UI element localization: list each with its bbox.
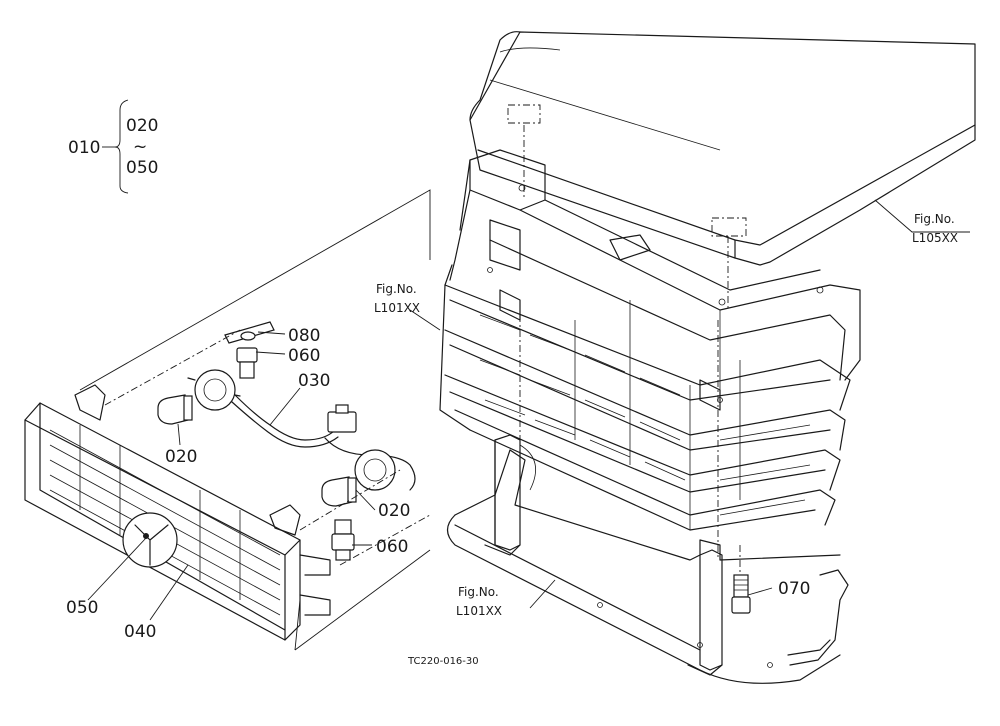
callout-020-left: 020	[165, 447, 197, 467]
callout-060-bottom: 060	[376, 537, 408, 557]
callout-080: 080	[288, 326, 320, 346]
washer-080	[224, 321, 275, 344]
headlight-lens	[24, 189, 431, 651]
fig-ref-l105-code: L105XX	[912, 231, 958, 245]
fig-ref-l101-upper-code: L101XX	[374, 301, 420, 315]
callout-040: 040	[124, 622, 156, 642]
grille-frame	[439, 125, 861, 600]
fig-ref-l101-lower-code: L101XX	[456, 604, 502, 618]
wiring-harness	[187, 369, 416, 491]
fig-ref-l101-lower-label: Fig.No.	[458, 585, 499, 599]
bottom-panel	[446, 434, 849, 684]
callout-070: 070	[778, 579, 810, 599]
drawing-code: TC220-016-30	[407, 656, 479, 667]
leader-lines	[87, 99, 970, 621]
bulb-left	[157, 394, 193, 425]
callout-labels: 010 020 ~ 050 080 060 030 020 020 060 05…	[66, 116, 810, 642]
callout-range-tilde: ~	[133, 137, 147, 157]
grommet-060-top	[236, 347, 258, 379]
hood	[469, 31, 976, 266]
bolt-070	[731, 574, 751, 614]
fig-ref-l101-upper-label: Fig.No.	[376, 282, 417, 296]
fig-ref-l105-label: Fig.No.	[914, 212, 955, 226]
callout-030: 030	[298, 371, 330, 391]
callout-060-top: 060	[288, 346, 320, 366]
callout-020-range-start: 020	[126, 116, 158, 136]
callout-050: 050	[66, 598, 98, 618]
callout-050-range-end: 050	[126, 158, 158, 178]
figure-references: Fig.No. L105XX Fig.No. L101XX Fig.No. L1…	[374, 212, 958, 618]
bulb-right	[321, 476, 357, 507]
callout-020-right: 020	[378, 501, 410, 521]
grommet-060-bottom	[331, 519, 355, 561]
callout-010: 010	[68, 138, 100, 158]
